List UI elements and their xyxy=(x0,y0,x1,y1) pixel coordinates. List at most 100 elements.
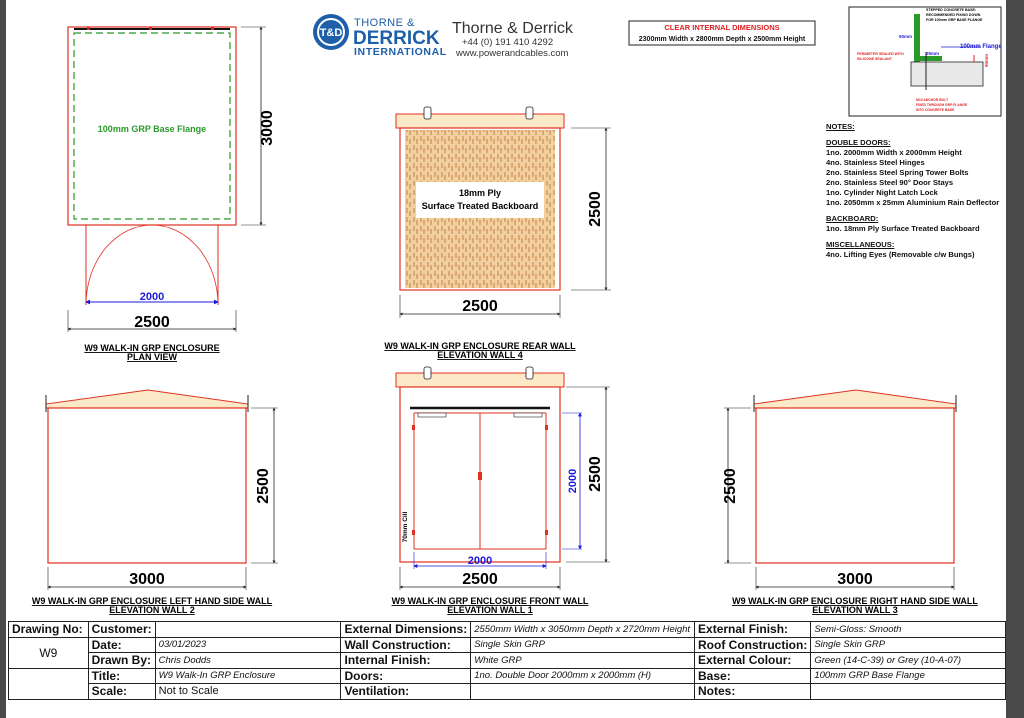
right-title-1: W9 WALK-IN GRP ENCLOSURE RIGHT HAND SIDE… xyxy=(732,596,978,606)
detail-wall-section xyxy=(914,14,920,64)
door-note: 4no. Stainless Steel Hinges xyxy=(826,158,925,167)
detail-flange-section xyxy=(914,56,942,61)
front-door-lock xyxy=(478,472,482,480)
plan-flange-label: 100mm GRP Base Flange xyxy=(98,124,206,134)
rear-board-label-2: Surface Treated Backboard xyxy=(422,201,539,211)
clear-dims-value: 2300mm Width x 2800mm Depth x 2500mm Hei… xyxy=(639,36,806,43)
door-note: 1no. 2000mm Width x 2000mm Height xyxy=(826,148,962,157)
detail-note-2: RECOMMENDED FIXING DOWN xyxy=(926,13,981,17)
roof-value: Single Skin GRP xyxy=(810,636,1006,653)
company-name: Thorne & Derrick xyxy=(452,20,574,37)
int-finish-label: Internal Finish: xyxy=(340,652,472,669)
right-roof xyxy=(753,389,957,409)
title-label: Title: xyxy=(87,667,156,684)
notes-panel: NOTES: DOUBLE DOORS: 1no. 2000mm Width x… xyxy=(826,122,1006,260)
right-height-dim: 2500 xyxy=(722,468,739,504)
detail-concrete xyxy=(910,61,984,87)
rear-lifting-eye-left xyxy=(423,106,432,120)
front-lifting-eye-right xyxy=(525,366,534,380)
front-hinge-4 xyxy=(545,530,548,535)
plan-title-2: PLAN VIEW xyxy=(127,352,178,362)
detail-bolt-2: FIXED THROUGH GRP FLANGE xyxy=(916,103,968,107)
company-website: www.powerandcables.com xyxy=(455,48,569,59)
rear-elevation: 18mm Ply Surface Treated Backboard 2500 … xyxy=(384,106,611,360)
front-door-height-dim: 2000 xyxy=(567,469,579,493)
left-wall xyxy=(47,407,247,564)
plan-view: 100mm GRP Base Flange 2000 3000 2500 W9 … xyxy=(67,26,276,362)
logo-line1: THORNE & xyxy=(354,17,415,29)
door-note: 1no. Cylinder Night Latch Lock xyxy=(826,188,938,197)
detail-note-3: FOR 100mm GRP BASE FLANGE xyxy=(926,18,983,22)
doors-heading: DOUBLE DOORS: xyxy=(826,138,891,147)
ext-dims-label: External Dimensions: xyxy=(340,621,472,638)
rear-label-box xyxy=(416,182,544,218)
drawing-no-spacer xyxy=(8,667,89,700)
clear-dims-title: CLEAR INTERNAL DIMENSIONS xyxy=(664,23,779,32)
rear-title-1: W9 WALK-IN GRP ENCLOSURE REAR WALL xyxy=(384,341,576,351)
left-roof xyxy=(45,389,249,409)
right-wall xyxy=(755,407,955,564)
misc-heading: MISCELLANEOUS: xyxy=(826,240,895,249)
left-height-dim: 2500 xyxy=(255,468,272,504)
right-elevation: 2500 3000 W9 WALK-IN GRP ENCLOSURE RIGHT… xyxy=(722,389,978,615)
detail-dim-50b: 50mm xyxy=(984,54,989,67)
left-title-1: W9 WALK-IN GRP ENCLOSURE LEFT HAND SIDE … xyxy=(32,596,273,606)
customer-label: Customer: xyxy=(87,621,156,638)
detail-sealant-2: SILICONE SEALANT xyxy=(857,57,893,61)
right-width-dim: 3000 xyxy=(837,571,873,588)
ext-colour-label: External Colour: xyxy=(694,652,812,669)
misc-note: 4no. Lifting Eyes (Removable c/w Bungs) xyxy=(826,250,975,259)
notes-label: Notes: xyxy=(694,683,812,700)
front-hinge-3 xyxy=(545,425,548,430)
detail-dim-50: 50mm xyxy=(899,34,912,39)
scale-label: Scale: xyxy=(87,683,156,700)
rear-wall xyxy=(399,127,561,291)
ext-finish-label: External Finish: xyxy=(694,621,812,638)
company-phone: +44 (0) 191 410 4292 xyxy=(462,37,553,48)
logo-ring xyxy=(317,18,345,46)
clear-dims-box xyxy=(628,20,816,46)
drawn-value: Chris Dodds xyxy=(154,652,342,669)
front-door-stay-right xyxy=(513,412,543,418)
front-wall xyxy=(399,386,561,563)
title-block: Drawing No: Customer: External Dimension… xyxy=(8,621,1006,700)
detail-flange-label: 100mm Flange xyxy=(960,44,1002,50)
notes-heading: NOTES: xyxy=(826,122,855,131)
scale-value: Not to Scale xyxy=(154,683,342,700)
notes-value xyxy=(810,683,1006,700)
rear-lifting-eye-right xyxy=(525,106,534,120)
title-value: W9 Walk-In GRP Enclosure xyxy=(154,667,342,684)
vent-label: Ventilation: xyxy=(340,683,472,700)
door-note: 2no. Stainless Steel 90° Door Stays xyxy=(826,178,954,187)
detail-bolt-1: M10 ANCHOR BOLT xyxy=(916,98,949,102)
plan-title-1: W9 WALK-IN GRP ENCLOSURE xyxy=(84,343,219,353)
drawing-sheet: T&D THORNE & DERRICK INTERNATIONAL Thorn… xyxy=(6,0,1006,718)
rear-width-dim: 2500 xyxy=(462,298,498,315)
customer-value xyxy=(154,621,342,638)
drawing-no-label: Drawing No: xyxy=(8,621,89,638)
vent-value xyxy=(470,683,696,700)
technical-drawing: T&D THORNE & DERRICK INTERNATIONAL Thorn… xyxy=(32,6,1002,615)
doors-value: 1no. Double Door 2000mm x 2000mm (H) xyxy=(470,667,696,684)
detail-sealant-1: PERIMETER SEALED WITH xyxy=(857,52,904,56)
plan-flange-line xyxy=(73,32,231,220)
rear-roof xyxy=(395,113,565,129)
flange-detail: STEPPED CONCRETE BASE: RECOMMENDED FIXIN… xyxy=(848,6,1002,117)
right-title-2: ELEVATION WALL 3 xyxy=(812,605,898,615)
ext-finish-value: Semi-Gloss: Smooth xyxy=(810,621,1006,638)
date-value: 03/01/2023 xyxy=(154,636,342,653)
front-title-1: W9 WALK-IN GRP ENCLOSURE FRONT WALL xyxy=(392,596,589,606)
front-lifting-eye-left xyxy=(423,366,432,380)
front-door-stay-left xyxy=(417,412,447,418)
detail-bolt-3: INTO CONCRETE BASE xyxy=(916,108,955,112)
doors-label: Doors: xyxy=(340,667,472,684)
drawn-label: Drawn By: xyxy=(87,652,156,669)
front-height-dim: 2500 xyxy=(587,456,604,492)
detail-note-1: STEPPED CONCRETE BASE: xyxy=(926,8,976,12)
logo-line3: INTERNATIONAL xyxy=(354,46,447,58)
backboard-heading: BACKBOARD: xyxy=(826,214,879,223)
plan-hinge-a xyxy=(87,27,90,30)
plan-hinge-b xyxy=(149,27,152,30)
rear-board-label-1: 18mm Ply xyxy=(459,188,501,198)
plan-door-swing-right xyxy=(151,224,219,306)
